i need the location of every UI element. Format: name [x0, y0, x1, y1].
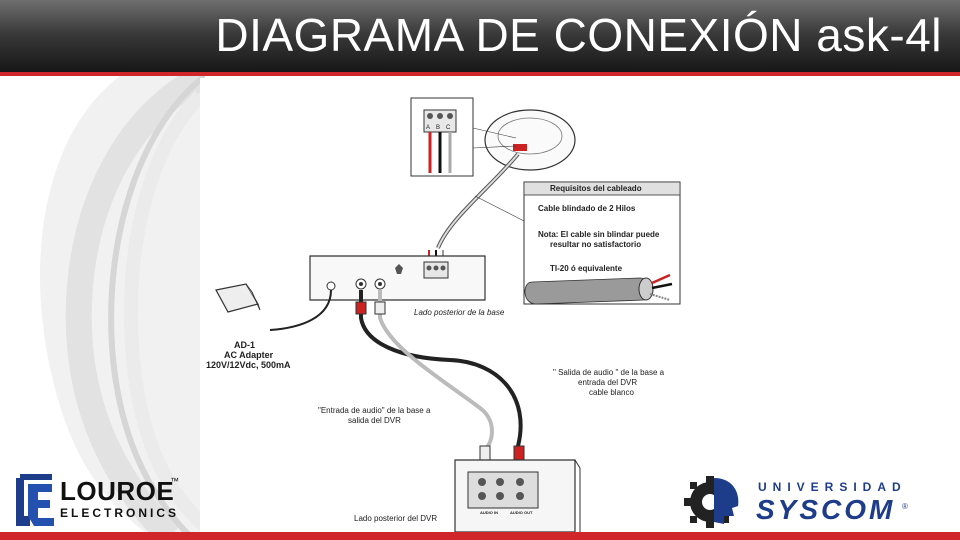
base-rear-label: Lado posterior de la base — [414, 308, 505, 317]
louroe-emblem-icon — [16, 474, 54, 526]
terminal-letter-a: A — [426, 125, 431, 131]
terminal-letter-c: C — [446, 125, 451, 131]
audio-out-note-line3: cable blanco — [589, 388, 634, 397]
adapter-type: AC Adapter — [224, 350, 274, 360]
dvr-rear-label: Lado posterior del DVR — [354, 514, 438, 523]
louroe-name: LOUROE — [60, 476, 175, 506]
audio-out-note-line2: entrada del DVR — [578, 378, 638, 387]
universidad-text: UNIVERSIDAD — [758, 480, 907, 494]
louroe-tm: ™ — [170, 476, 179, 486]
requirement-cable-model: TI-20 ó equivalente — [550, 264, 623, 273]
audio-in-note-line2: salida del DVR — [348, 416, 401, 425]
adapter-name: AD-1 — [234, 340, 256, 350]
universidad-syscom-logo: UNIVERSIDAD SYSCOM ® — [684, 472, 924, 530]
syscom-text: SYSCOM — [756, 494, 896, 525]
dvr-audio-in-port: AUDIO IN — [480, 510, 498, 515]
terminal-letter-b: B — [436, 125, 441, 131]
title-bar — [0, 0, 960, 74]
audio-in-note-line1: "Entrada de audio" de la base a — [318, 406, 431, 415]
page-title: DIAGRAMA DE CONEXIÓN ask-4l — [215, 9, 942, 61]
louroe-subtitle: ELECTRONICS — [60, 506, 180, 520]
decorative-swoosh — [40, 76, 205, 536]
syscom-registered: ® — [902, 502, 908, 511]
requirement-cable: Cable blindado de 2 Hilos — [538, 204, 636, 213]
connection-diagram: A B C Requisitos del cableado Cable blin… — [200, 78, 950, 533]
diagram-drawing — [215, 97, 681, 533]
gear-head-icon — [684, 476, 739, 528]
requirements-title: Requisitos del cableado — [550, 184, 642, 193]
ac-adapter — [215, 283, 259, 313]
louroe-logo: LOUROE ™ ELECTRONICS — [12, 470, 202, 528]
microphone-unit — [484, 109, 576, 171]
requirement-note-line1: Nota: El cable sin blindar puede — [538, 230, 660, 239]
adapter-spec: 120V/12Vdc, 500mA — [206, 360, 291, 370]
dvr-audio-out-port: AUDIO OUT — [510, 510, 533, 515]
audio-out-note-line1: " Salida de audio " de la base a — [553, 368, 665, 377]
title-accent-line — [0, 72, 960, 76]
requirement-note-line2: resultar no satisfactorio — [550, 240, 642, 249]
footer-accent-line — [0, 532, 960, 540]
base-unit — [309, 255, 486, 301]
